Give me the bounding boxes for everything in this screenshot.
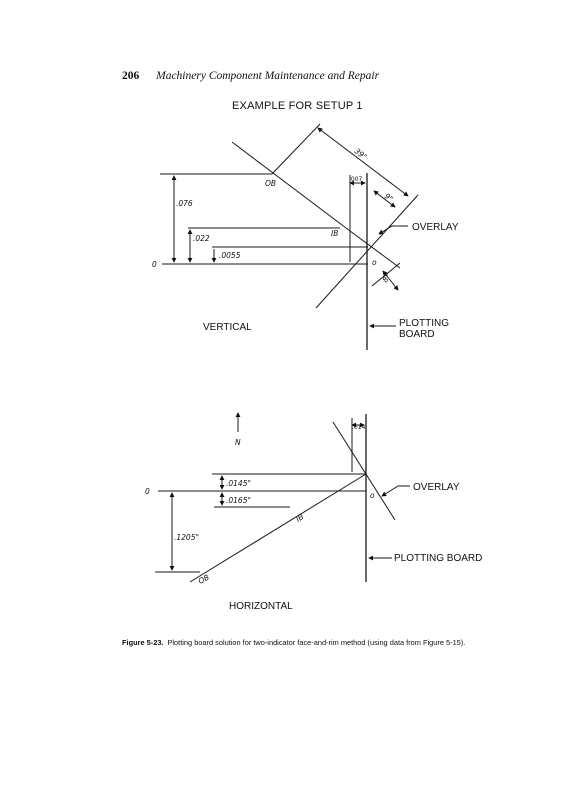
vertical-dim-9: 9" bbox=[383, 191, 395, 203]
vertical-diagram-label: VERTICAL bbox=[203, 322, 252, 333]
vertical-overlay-perpendicular bbox=[315, 194, 419, 309]
vertical-ob-ib-line bbox=[231, 141, 347, 229]
horizontal-dim-014: .014 bbox=[352, 424, 366, 431]
north-label: N bbox=[235, 438, 241, 447]
vertical-ob-connector bbox=[271, 123, 321, 175]
horizontal-overlay-leader bbox=[381, 485, 410, 497]
figure-caption: Figure 5-23.Plotting board solution for … bbox=[122, 638, 502, 648]
vertical-39-dim-line bbox=[317, 127, 409, 197]
horizontal-overlay-diagonal bbox=[332, 421, 396, 521]
horizontal-dim-0165: .0165" bbox=[226, 496, 251, 505]
horizontal-ib-label: IB bbox=[294, 512, 305, 524]
figure-number: Figure 5-23. bbox=[122, 638, 164, 647]
vertical-plotting-label-2: BOARD bbox=[399, 329, 435, 340]
horizontal-plotting-label: PLOTTING BOARD bbox=[394, 553, 482, 564]
horizontal-dim-1205: .1205" bbox=[174, 533, 199, 542]
figure-title: EXAMPLE FOR SETUP 1 bbox=[232, 100, 363, 112]
vertical-dim-0055: .0055 bbox=[219, 251, 241, 260]
vertical-origin: 0 bbox=[152, 260, 157, 269]
vertical-diagram: .076 .022 .0055 .007 0 OB IB o 39" 9" 8"… bbox=[152, 123, 459, 350]
page-number: 206 bbox=[122, 70, 140, 82]
horizontal-origin: 0 bbox=[145, 487, 150, 496]
vertical-dim-8: 8" bbox=[380, 272, 392, 284]
vertical-overlay-label: OVERLAY bbox=[412, 222, 459, 233]
horizontal-dim-0145: .0145" bbox=[226, 479, 251, 488]
vertical-overlay-diagonal bbox=[345, 227, 401, 269]
vertical-dim-39: 39" bbox=[353, 146, 369, 161]
vertical-dim-007: .007 bbox=[349, 176, 363, 183]
horizontal-ob-label: OB bbox=[197, 573, 211, 586]
vertical-ob-label: OB bbox=[265, 179, 276, 188]
vertical-plotting-label-1: PLOTTING bbox=[399, 318, 449, 329]
vertical-9-dim-line bbox=[373, 190, 396, 208]
running-title: Machinery Component Maintenance and Repa… bbox=[156, 70, 380, 82]
horizontal-diagram-label: HORIZONTAL bbox=[229, 601, 293, 612]
horizontal-overlay-label: OVERLAY bbox=[413, 482, 460, 493]
vertical-8-dim-line bbox=[382, 270, 399, 291]
horizontal-ob-ib-line bbox=[189, 473, 367, 583]
vertical-8-ext-line bbox=[371, 262, 401, 287]
running-header: 206 Machinery Component Maintenance and … bbox=[122, 70, 379, 82]
vertical-o-mark: o bbox=[372, 258, 377, 267]
vertical-ib-label: IB bbox=[331, 229, 338, 238]
vertical-overlay-leader bbox=[378, 225, 408, 235]
figure-caption-text: Plotting board solution for two-indicato… bbox=[167, 638, 466, 647]
vertical-dim-076: .076 bbox=[176, 199, 193, 208]
horizontal-diagram: N .0145" .0165" .1205" .014 0 o IB OB OV… bbox=[145, 412, 482, 612]
vertical-dim-022: .022 bbox=[193, 234, 210, 243]
horizontal-o-mark: o bbox=[370, 491, 375, 500]
